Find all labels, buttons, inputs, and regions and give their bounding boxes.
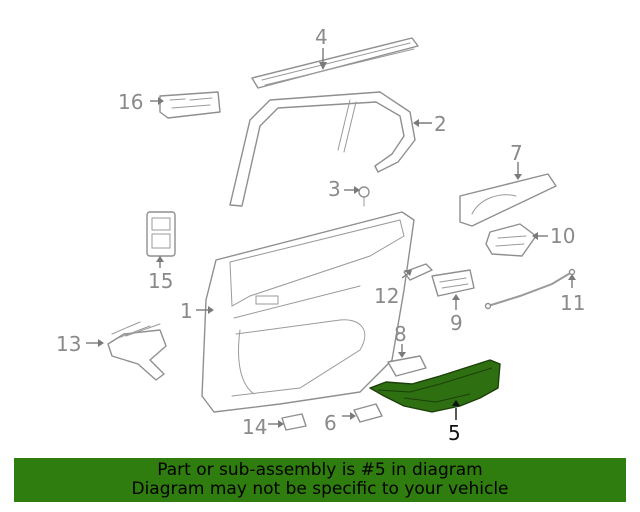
- parts-diagram: 4 16 2 3 7 15: [56, 25, 585, 445]
- banner-line-2: Diagram may not be specific to your vehi…: [131, 479, 509, 499]
- callout-9[interactable]: 9: [450, 311, 463, 335]
- callout-4[interactable]: 4: [315, 25, 328, 49]
- callout-6[interactable]: 6: [324, 411, 337, 435]
- callout-12[interactable]: 12: [374, 284, 399, 308]
- part-1-door-panel: [196, 211, 415, 413]
- callout-5[interactable]: 5: [448, 421, 461, 445]
- part-3-clip: [344, 186, 370, 207]
- callout-8[interactable]: 8: [394, 322, 407, 346]
- part-8-armrest-insert: [387, 344, 427, 377]
- part-14-plug: [268, 413, 307, 431]
- part-10-speaker-grille: [485, 223, 548, 257]
- part-2-frame-trim: [229, 91, 432, 207]
- info-banner: Part or sub-assembly is #5 in diagram Di…: [14, 458, 626, 502]
- part-9-handle-housing: [431, 269, 475, 310]
- part-11-cable: [484, 268, 576, 310]
- callout-13[interactable]: 13: [56, 332, 81, 356]
- part-16-switch-module: [150, 91, 221, 119]
- callout-3[interactable]: 3: [328, 177, 341, 201]
- callout-15[interactable]: 15: [148, 269, 173, 293]
- part-6-clip-bracket: [342, 403, 383, 423]
- callout-14[interactable]: 14: [242, 415, 267, 439]
- part-4-belt-molding: [251, 37, 419, 89]
- part-5-armrest[interactable]: [369, 359, 501, 420]
- callout-16[interactable]: 16: [118, 90, 143, 114]
- part-12-bracket: [401, 263, 433, 281]
- callout-2[interactable]: 2: [434, 112, 447, 136]
- callout-10[interactable]: 10: [550, 224, 575, 248]
- part-15-window-switch: [146, 211, 176, 268]
- part-13-actuator: [86, 321, 167, 381]
- callout-7[interactable]: 7: [510, 141, 523, 165]
- callout-11[interactable]: 11: [560, 291, 585, 315]
- banner-line-1: Part or sub-assembly is #5 in diagram: [157, 460, 483, 480]
- part-7-pull-cover: [459, 162, 557, 227]
- callout-1[interactable]: 1: [180, 299, 193, 323]
